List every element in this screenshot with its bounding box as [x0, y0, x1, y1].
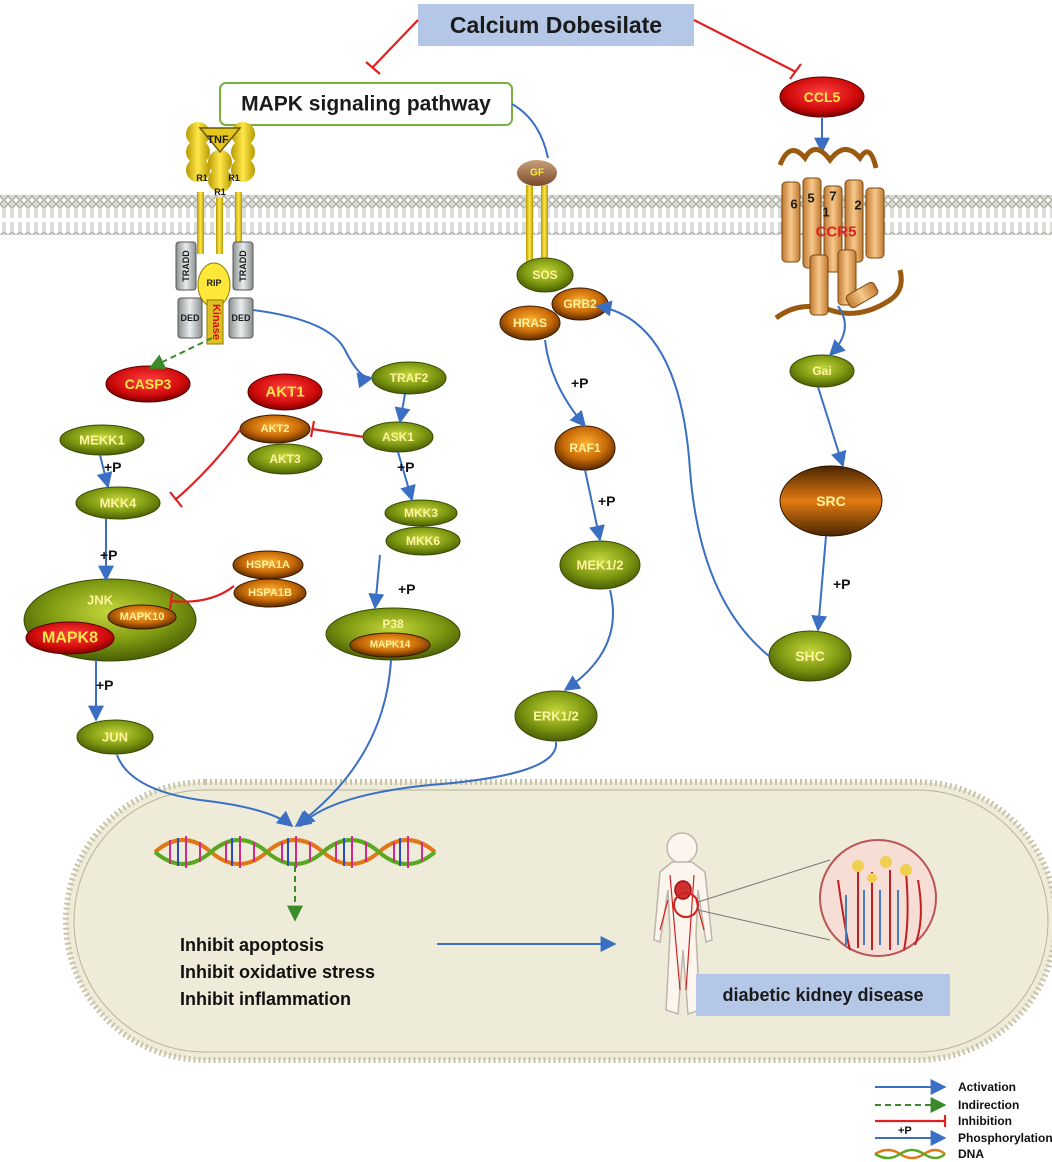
svg-text:MEKK1: MEKK1 [79, 433, 125, 448]
node-erk12 [514, 690, 598, 742]
node-akt3 [247, 443, 323, 475]
svg-text:RAF1: RAF1 [569, 441, 601, 455]
phospho-label: +P [100, 547, 118, 563]
legend-phospho-mark: +P [898, 1125, 912, 1137]
svg-text:HRAS: HRAS [513, 316, 547, 330]
svg-text:7: 7 [829, 189, 836, 204]
svg-text:R1: R1 [228, 173, 240, 183]
svg-text:TRADD: TRADD [238, 250, 248, 282]
pathway-box [219, 82, 513, 126]
svg-text:R1: R1 [196, 173, 208, 183]
tnf-label: TNF [207, 134, 229, 146]
svg-text:TRAF2: TRAF2 [390, 371, 429, 385]
svg-text:1: 1 [822, 205, 829, 220]
legend-activation: Activation [958, 1080, 1016, 1094]
svg-text:SRC: SRC [816, 493, 846, 509]
svg-text:Gai: Gai [812, 364, 831, 378]
node-src [779, 465, 883, 537]
svg-text:JUN: JUN [102, 730, 128, 745]
title-box [418, 4, 694, 46]
svg-text:SOS: SOS [532, 268, 557, 282]
svg-text:5: 5 [807, 191, 814, 206]
legend: Activation Indirection Inhibition +P Pho… [874, 1079, 1052, 1161]
node-mapk8 [25, 621, 115, 655]
svg-text:6: 6 [790, 197, 797, 212]
svg-text:MKK6: MKK6 [406, 534, 440, 548]
svg-text:TRADD: TRADD [181, 250, 191, 282]
svg-text:DED: DED [180, 313, 200, 323]
svg-text:CASP3: CASP3 [125, 376, 172, 392]
phospho-label: +P [598, 493, 616, 509]
outcome-1: Inhibit apoptosis [180, 935, 324, 955]
outcome-3: Inhibit inflammation [180, 989, 351, 1009]
svg-text:P38: P38 [382, 617, 404, 631]
svg-text:2: 2 [854, 198, 861, 213]
ccr5-receptor: 6 5 7 1 2 CCR5 [774, 147, 904, 321]
node-ccl5 [779, 76, 865, 118]
svg-text:ERK1/2: ERK1/2 [533, 709, 579, 724]
pathway-label: MAPK signaling pathway [241, 93, 491, 116]
kidney-nephron-illustration [819, 839, 937, 957]
growth-factor-receptor: GF [517, 160, 557, 265]
phospho-label: +P [96, 677, 114, 693]
svg-text:CCL5: CCL5 [804, 89, 841, 105]
legend-dna: DNA [958, 1147, 984, 1161]
node-hspa1b [233, 578, 307, 608]
svg-text:GRB2: GRB2 [563, 297, 597, 311]
node-mkk4 [75, 486, 161, 520]
svg-text:JNK: JNK [87, 593, 114, 608]
svg-text:RIP: RIP [206, 278, 221, 288]
svg-text:MKK3: MKK3 [404, 506, 438, 520]
phospho-label: +P [571, 375, 589, 391]
svg-text:MKK4: MKK4 [100, 496, 138, 511]
svg-text:ASK1: ASK1 [382, 430, 414, 444]
svg-text:HSPA1A: HSPA1A [246, 559, 290, 571]
node-sos [516, 257, 574, 293]
svg-text:MAPK14: MAPK14 [370, 640, 411, 651]
svg-text:MAPK8: MAPK8 [42, 630, 98, 647]
svg-text:SHC: SHC [795, 648, 825, 664]
svg-text:GF: GF [530, 168, 544, 179]
dna-helix [153, 836, 437, 868]
svg-text:MAPK10: MAPK10 [120, 611, 165, 623]
phospho-label: +P [398, 581, 416, 597]
disease-label: diabetic kidney disease [722, 985, 923, 1005]
node-akt2 [239, 414, 311, 444]
node-hras [499, 305, 561, 341]
node-gai [789, 354, 855, 388]
svg-text:HSPA1B: HSPA1B [248, 587, 292, 599]
kinase-label: Kinase [210, 304, 222, 340]
svg-text:AKT1: AKT1 [265, 384, 304, 401]
node-mekk1 [59, 424, 145, 456]
phospho-label: +P [104, 459, 122, 475]
svg-text:AKT2: AKT2 [261, 423, 290, 435]
svg-text:MEK1/2: MEK1/2 [577, 558, 624, 573]
tnf-receptor-complex: TNF R1 R1 R1 TRADD TRADD RIP Kinase DED … [175, 122, 255, 345]
phospho-label: +P [397, 459, 415, 475]
node-mkk6 [385, 526, 461, 556]
disease-box [696, 974, 950, 1016]
node-mapk10 [107, 604, 177, 630]
outcome-2: Inhibit oxidative stress [180, 962, 375, 982]
phospho-label: +P [833, 576, 851, 592]
node-akt1 [247, 373, 323, 411]
legend-inhibition: Inhibition [958, 1114, 1012, 1128]
title: Calcium Dobesilate [450, 12, 662, 38]
legend-indirection: Indirection [958, 1098, 1019, 1112]
node-mkk3 [384, 499, 458, 527]
svg-text:AKT3: AKT3 [269, 452, 301, 466]
ccr5-label: CCR5 [816, 224, 857, 241]
node-mapk14 [349, 632, 431, 658]
svg-text:R1: R1 [214, 187, 226, 197]
legend-phosphorylation-label: Phosphorylation [958, 1131, 1052, 1145]
node-casp3 [105, 365, 191, 403]
svg-text:DED: DED [231, 313, 251, 323]
node-jun [76, 719, 154, 755]
